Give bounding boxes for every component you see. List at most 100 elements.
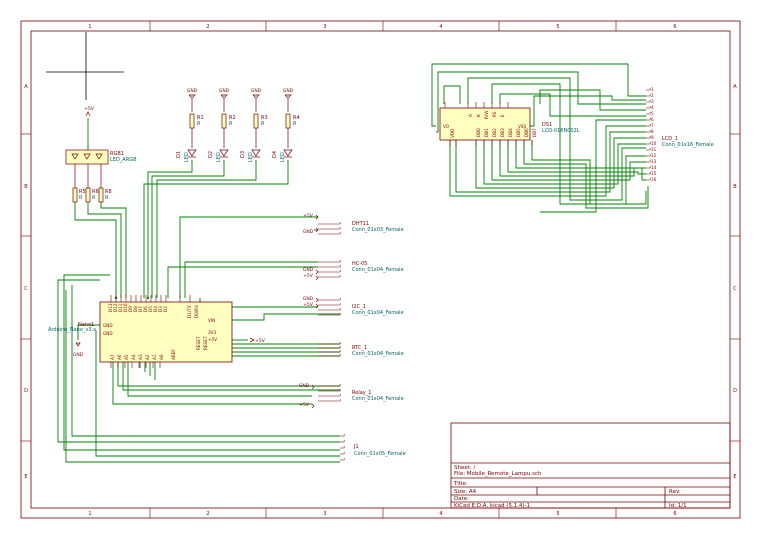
- col-label-1-bottom: 1: [88, 511, 91, 517]
- nano-pin-d4: D4: [153, 306, 158, 312]
- r8-ref: R8: [105, 189, 112, 195]
- nano-ref: Nano1: [78, 322, 94, 328]
- lcd-pin-a: A: [468, 114, 473, 117]
- frame-ticks: [21, 21, 740, 518]
- d4-ref: D4: [272, 151, 278, 158]
- i2c-val: Conn_01x04_Female: [352, 310, 404, 316]
- lcd-ref: DS1: [542, 122, 552, 128]
- gnd-label-3: GND: [251, 88, 262, 94]
- lcd-pin-vo: VO: [443, 124, 450, 129]
- tb-kicad: KiCad E.D.A. kicad (5.1.4)-1: [454, 503, 530, 509]
- col-label-4: 4: [439, 24, 442, 30]
- row-label-a-right: A: [733, 84, 737, 90]
- lcd-body: [439, 107, 531, 141]
- nano-pin-d0: D0/RX: [194, 305, 199, 318]
- col-label-3: 3: [323, 24, 326, 30]
- lcd-connector-pins: [646, 87, 651, 181]
- r2-val: R: [229, 121, 233, 127]
- vcc-label-hc: +5V: [303, 273, 314, 279]
- nano-pin-a2: A2: [145, 354, 150, 360]
- dht-val: Conn_01x03_Female: [352, 227, 404, 233]
- lcdc-pin-4: 4: [651, 105, 654, 110]
- r3-ref: R3: [261, 115, 268, 121]
- nano-pin-a3: A3: [138, 354, 143, 360]
- lcdc-pin-7: 7: [651, 123, 654, 128]
- d2-ref: D2: [208, 151, 214, 158]
- lcdc-pin-9: 9: [651, 135, 654, 140]
- col-label-5-bottom: 5: [556, 511, 559, 517]
- nano-val: Arduino_Nano_v3.x: [48, 327, 96, 333]
- leds: [187, 149, 293, 158]
- nano-pin-5v: +5V: [208, 337, 217, 342]
- row-label-a: A: [24, 84, 28, 90]
- col-label-3-bottom: 3: [323, 511, 326, 517]
- nano-pin-d7: D7: [138, 306, 143, 312]
- rgb-led-body: [65, 149, 109, 188]
- lcd-pin-stubs: [444, 102, 533, 146]
- tb-id: Id: 1/1: [669, 503, 687, 509]
- nano-pin-a0: A0: [159, 354, 164, 360]
- dht-ref: DHT11: [352, 221, 369, 227]
- tb-rev: Rev:: [669, 489, 681, 495]
- nano-pin-reset2: RESET: [203, 336, 208, 350]
- resistor-leads-top: [191, 128, 289, 148]
- nano-pin-vin: VIN: [208, 318, 215, 323]
- row-label-e-right: E: [733, 474, 736, 480]
- row-label-e: E: [24, 474, 27, 480]
- d3-val: LED: [248, 152, 254, 162]
- nano-pin-d11: D11: [118, 303, 123, 312]
- lcdc-pin-10: 10: [651, 141, 657, 146]
- gnd-label-dht: GND: [303, 229, 314, 235]
- row-label-c-right: C: [733, 286, 737, 292]
- col-label-4-bottom: 4: [439, 511, 442, 517]
- j1-ref: J1: [353, 444, 359, 450]
- lcd-pin-db0: DB0: [476, 128, 481, 137]
- nano-pin-d9: D9: [128, 306, 133, 312]
- lcdc-pin-11: 11: [651, 147, 657, 152]
- nano-pin-d3: D3: [158, 306, 163, 312]
- lcdc-ref: LCD_1: [662, 136, 678, 142]
- nano-pin-d13: D13: [108, 303, 113, 312]
- lcd-val: LCD-016N002L: [542, 128, 580, 134]
- tb-sheet: Sheet: /: [454, 465, 476, 471]
- nano-pin-a5: A5: [124, 354, 129, 360]
- lcdc-pin-13: 13: [651, 159, 657, 164]
- col-label-2: 2: [206, 24, 209, 30]
- col-label-6-bottom: 6: [673, 511, 676, 517]
- r4-ref: R4: [293, 115, 300, 121]
- col-label-2-bottom: 2: [206, 511, 209, 517]
- nano-pin-d1: D1/TX: [187, 305, 192, 318]
- nano-pin-d6: D6: [143, 306, 148, 312]
- d1-val: LED: [184, 152, 190, 162]
- tb-file: File: Mobile_Remote_Lampu.sch: [454, 471, 542, 477]
- gnd-label-4: GND: [283, 88, 294, 94]
- gnd-label-2: GND: [219, 88, 230, 94]
- nano-pin-3v3: 3V3: [208, 330, 217, 335]
- vcc-label-relay: +5V: [299, 402, 310, 408]
- gnd-label-1: GND: [187, 88, 198, 94]
- nano-pin-d12: D12: [113, 303, 118, 312]
- col-label-6: 6: [673, 24, 676, 30]
- d4-val: LED: [280, 152, 286, 162]
- lcd-pin-e: E: [500, 114, 505, 117]
- d1-ref: D1: [176, 151, 182, 158]
- resistors-bottom: [72, 187, 104, 203]
- row-label-b: B: [24, 184, 28, 190]
- vcc-label-i2c: +5V: [303, 302, 314, 308]
- r6-ref: R6: [92, 189, 99, 195]
- lcdc-pin-15: 15: [651, 171, 657, 176]
- nano-pin-a4: A4: [131, 354, 136, 360]
- r4-val: R: [293, 121, 297, 127]
- connector-pins: [318, 221, 345, 461]
- nano-pin-aref: AREF: [171, 349, 176, 360]
- gnd-label-nano: GND: [73, 352, 84, 358]
- col-label-1: 1: [88, 24, 91, 30]
- arduino-nano-body: [99, 301, 233, 363]
- r1-val: R: [197, 121, 201, 127]
- lcd-pin-db2: DB2: [492, 128, 497, 137]
- tb-title: Title:: [453, 481, 468, 487]
- sheet-frame: [20, 20, 741, 519]
- nano-pin-d10: D10: [123, 303, 128, 312]
- r1-ref: R1: [197, 115, 204, 121]
